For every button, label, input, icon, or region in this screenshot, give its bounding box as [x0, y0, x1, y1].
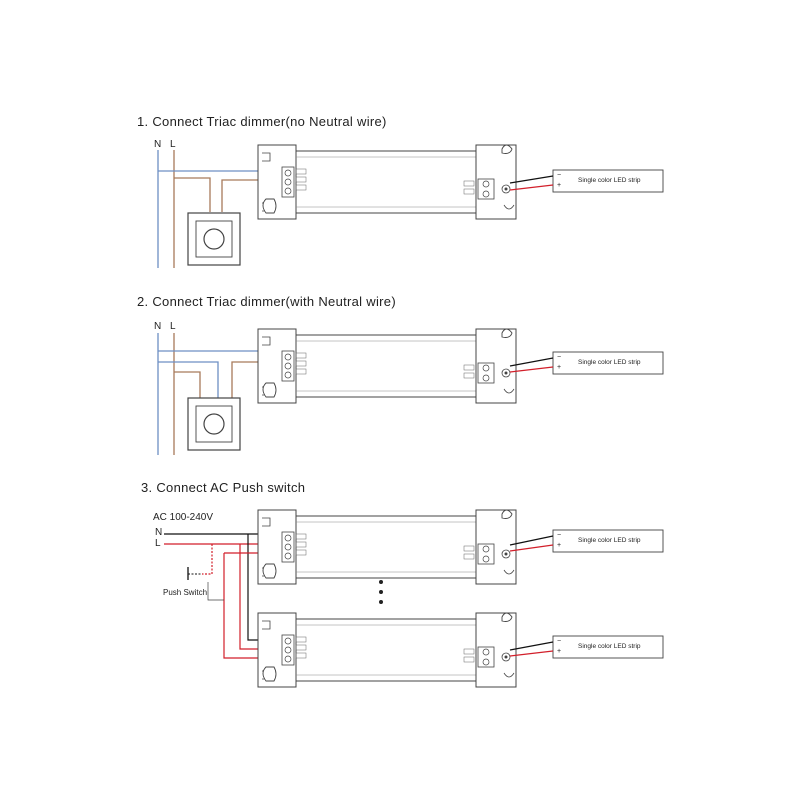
minus-label: −: [557, 354, 562, 361]
triac-dimmer: [187, 397, 241, 451]
led-driver: [257, 144, 517, 220]
led-strip-label: Single color LED strip: [578, 643, 641, 650]
led-strip-label: Single color LED strip: [578, 177, 641, 184]
section-1-diagram: [157, 144, 664, 268]
minus-label: −: [557, 532, 562, 539]
plus-label: +: [557, 182, 562, 189]
section-3-diagram: [164, 509, 664, 688]
led-strip-label: Single color LED strip: [578, 537, 641, 544]
minus-label: −: [557, 638, 562, 645]
led-strip-label: Single color LED strip: [578, 359, 641, 366]
continuation-dots: [377, 580, 385, 610]
live-label: L: [170, 321, 176, 332]
neutral-label: N: [155, 527, 163, 538]
neutral-label: N: [154, 139, 162, 150]
push-switch-label: Push Switch: [163, 588, 208, 597]
section-2-diagram: [157, 328, 664, 455]
neutral-label: N: [154, 321, 162, 332]
section-1-title: 1. Connect Triac dimmer(no Neutral wire): [137, 114, 387, 129]
led-driver-2: [257, 612, 517, 688]
section-3-title: 3. Connect AC Push switch: [141, 480, 306, 495]
triac-dimmer: [187, 212, 241, 266]
led-driver: [257, 328, 517, 404]
plus-label: +: [557, 364, 562, 371]
live-label: L: [155, 538, 161, 549]
plus-label: +: [557, 542, 562, 549]
section-2-title: 2. Connect Triac dimmer(with Neutral wir…: [137, 294, 396, 309]
led-driver-1: [257, 509, 517, 585]
minus-label: −: [557, 172, 562, 179]
plus-label: +: [557, 648, 562, 655]
voltage-label: AC 100-240V: [153, 512, 214, 523]
live-label: L: [170, 139, 176, 150]
